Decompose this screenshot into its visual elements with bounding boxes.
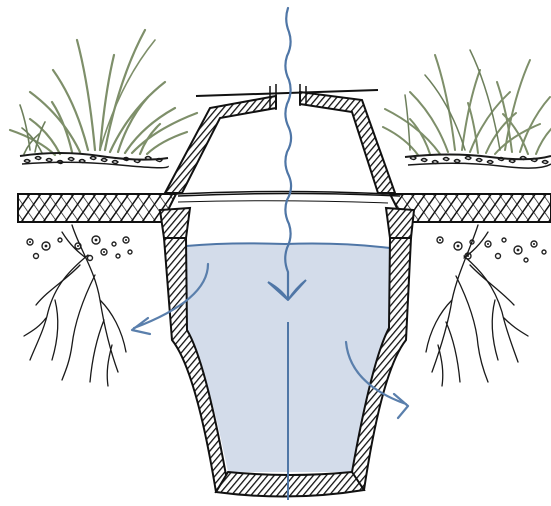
grass-blade <box>77 40 95 150</box>
pebble-core <box>439 239 441 241</box>
pebble <box>128 250 132 254</box>
pot-base <box>216 472 364 497</box>
grass-blade <box>10 130 55 155</box>
pebble-core <box>457 245 460 248</box>
topsoil-surface-right <box>405 155 551 169</box>
grass-blade <box>383 127 418 155</box>
ground-line-lower <box>178 201 388 203</box>
pebbles-left-icon <box>27 236 132 261</box>
pebble <box>542 250 546 254</box>
grass-blade <box>410 92 448 152</box>
pebble-core <box>517 249 520 252</box>
pebble <box>34 254 39 259</box>
pebble <box>524 258 528 262</box>
pebble-core <box>125 239 127 241</box>
pebble-core <box>103 251 105 253</box>
grass-blade <box>425 75 465 150</box>
soil-layer-left <box>18 194 176 222</box>
pebble <box>496 254 501 259</box>
roots-right-icon <box>426 225 528 386</box>
grass-blade <box>140 124 160 154</box>
pebble <box>112 242 116 246</box>
grass-blade <box>30 119 60 154</box>
pebble <box>58 238 62 242</box>
pebble-core <box>487 243 489 245</box>
pebble <box>88 256 93 261</box>
lid-right <box>300 92 395 193</box>
pebbles-right-icon <box>437 237 546 262</box>
lid-top-line <box>196 90 378 96</box>
pebble-core <box>45 245 48 248</box>
pebble-core <box>77 245 79 247</box>
pebble <box>502 238 506 242</box>
topsoil-surface-left <box>20 153 168 168</box>
roots-left-icon <box>24 225 126 386</box>
pot-rim-right <box>386 208 414 238</box>
pebble-core <box>29 241 31 243</box>
grass-left-icon <box>10 30 197 155</box>
pebble-core <box>95 239 98 242</box>
pebble <box>116 254 120 258</box>
pebble-core <box>533 243 535 245</box>
grass-blade <box>53 70 88 150</box>
pot-rim-left <box>160 208 190 238</box>
lid-left <box>165 96 276 193</box>
grass-right-icon <box>383 50 551 155</box>
grass-blade <box>536 124 551 154</box>
